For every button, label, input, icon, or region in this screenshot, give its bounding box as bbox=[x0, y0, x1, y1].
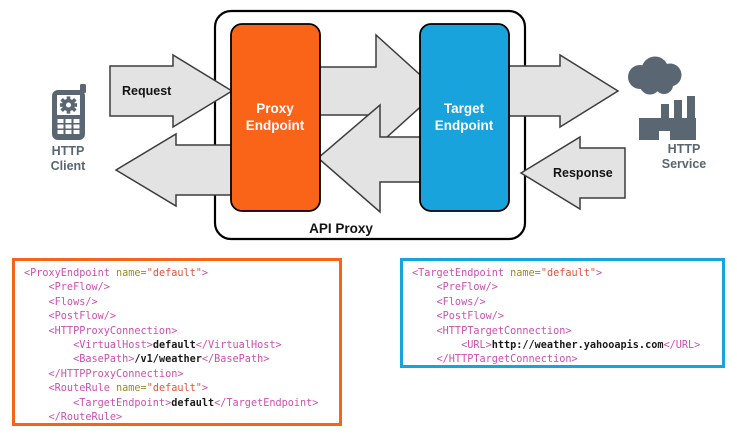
code-token-tag: </HTTPTargetConnection> bbox=[412, 354, 578, 366]
code-token-text: default bbox=[171, 397, 215, 409]
code-token-tag: <PostFlow/> bbox=[412, 311, 505, 323]
code-line: <HTTPProxyConnection> bbox=[24, 325, 331, 339]
code-line: <TargetEndpoint>default</TargetEndpoint> bbox=[24, 397, 331, 411]
proxy-endpoint-label-line1: Proxy bbox=[256, 101, 294, 116]
code-token-tag: </TargetEndpoint> bbox=[214, 397, 319, 409]
code-token-tag: </BasePath> bbox=[201, 354, 270, 366]
code-token-val: "default" bbox=[540, 268, 597, 279]
code-token-val: "default" bbox=[146, 268, 202, 279]
proxy-endpoint-box[interactable] bbox=[230, 23, 321, 212]
client-response-arrow bbox=[114, 132, 233, 208]
code-line: <URL>http://weather.yahooapis.com</URL> bbox=[412, 339, 714, 353]
code-token-tag: > bbox=[201, 268, 209, 279]
code-token-text: http://weather.yahooapis.com bbox=[491, 339, 664, 351]
code-token-tag: <RouteRule bbox=[24, 383, 117, 395]
response-arrow-label: Response bbox=[553, 166, 613, 180]
proxy-to-target-arrow bbox=[317, 33, 440, 149]
proxy-endpoint-xml-panel: <ProxyEndpoint name="default"> <PreFlow/… bbox=[12, 258, 342, 426]
code-line: <PostFlow/> bbox=[24, 310, 331, 324]
code-token-val: "default" bbox=[146, 383, 202, 395]
code-line: <TargetEndpoint name="default"> bbox=[412, 267, 714, 281]
code-token-tag: <TargetEndpoint> bbox=[24, 397, 172, 409]
http-client-label-line1: HTTP bbox=[52, 144, 85, 158]
code-token-tag: <URL> bbox=[412, 339, 492, 351]
code-token-tag: <PreFlow/> bbox=[412, 282, 498, 294]
code-token-tag: </URL> bbox=[663, 339, 701, 351]
code-token-tag: <Flows/> bbox=[24, 296, 98, 308]
http-service-label-line2: Service bbox=[662, 157, 707, 171]
target-to-service-arrow bbox=[507, 53, 620, 129]
proxy-endpoint-label-line2: Endpoint bbox=[246, 118, 305, 133]
code-token-text: default bbox=[152, 339, 196, 351]
code-token-attr: name= bbox=[510, 268, 541, 279]
code-line: <PreFlow/> bbox=[24, 281, 331, 295]
code-token-tag: > bbox=[201, 383, 209, 395]
code-token-tag: <HTTPProxyConnection> bbox=[24, 325, 178, 337]
code-token-attr: name= bbox=[116, 268, 147, 279]
code-line: <Flows/> bbox=[24, 296, 331, 310]
code-line: </HTTPTargetConnection> bbox=[412, 353, 714, 366]
code-line: <HTTPTargetConnection> bbox=[412, 325, 714, 339]
target-endpoint-xml-panel: <TargetEndpoint name="default"> <PreFlow… bbox=[400, 258, 725, 368]
target-endpoint-label-line1: Target bbox=[444, 101, 485, 116]
code-line: <ProxyEndpoint name="default"> bbox=[24, 267, 331, 281]
code-line: <VirtualHost>default</VirtualHost> bbox=[24, 339, 331, 353]
code-line: <BasePath>/v1/weather</BasePath> bbox=[24, 353, 331, 367]
target-endpoint-label-line2: Endpoint bbox=[435, 118, 494, 133]
code-token-tag: <Flows/> bbox=[412, 296, 486, 308]
request-arrow bbox=[109, 53, 234, 129]
request-arrow-label: Request bbox=[122, 84, 172, 98]
code-line: </HTTPProxyConnection> bbox=[24, 368, 331, 382]
code-line: <PreFlow/> bbox=[412, 281, 714, 295]
code-line: </ProxyEndpoint> bbox=[24, 425, 331, 426]
code-token-tag: <VirtualHost> bbox=[24, 339, 153, 351]
code-token-tag: <PreFlow/> bbox=[24, 282, 110, 294]
response-arrow bbox=[519, 135, 626, 211]
code-line: <PostFlow/> bbox=[412, 310, 714, 324]
code-token-tag: <ProxyEndpoint bbox=[24, 268, 117, 279]
http-client-label-line2: Client bbox=[51, 159, 87, 173]
diagram-canvas: Request Response Proxy Endpoint Target E… bbox=[51, 9, 707, 241]
factory-smokestack-cloud-icon bbox=[628, 56, 696, 140]
http-service-label-line1: HTTP bbox=[668, 142, 701, 156]
code-line: <RouteRule name="default"> bbox=[24, 382, 331, 396]
code-token-tag: <HTTPTargetConnection> bbox=[412, 325, 572, 337]
code-token-text: /v1/weather bbox=[134, 354, 202, 366]
code-token-tag: <PostFlow/> bbox=[24, 311, 117, 323]
target-endpoint-box[interactable] bbox=[419, 23, 510, 212]
code-token-tag: <TargetEndpoint bbox=[412, 268, 511, 279]
code-token-tag: > bbox=[596, 268, 603, 279]
code-token-tag: </RouteRule> bbox=[24, 411, 123, 423]
code-token-tag: </HTTPProxyConnection> bbox=[24, 368, 184, 380]
code-token-tag: </VirtualHost> bbox=[195, 339, 282, 351]
api-proxy-label: API Proxy bbox=[309, 221, 373, 236]
code-line: <Flows/> bbox=[412, 296, 714, 310]
code-token-tag: <BasePath> bbox=[24, 354, 135, 366]
code-token-attr: name= bbox=[116, 383, 147, 395]
mobile-phone-gear-icon bbox=[52, 84, 86, 140]
code-line: </RouteRule> bbox=[24, 411, 331, 423]
api-proxy-diagram: Request Response Proxy Endpoint Target E… bbox=[51, 9, 707, 241]
